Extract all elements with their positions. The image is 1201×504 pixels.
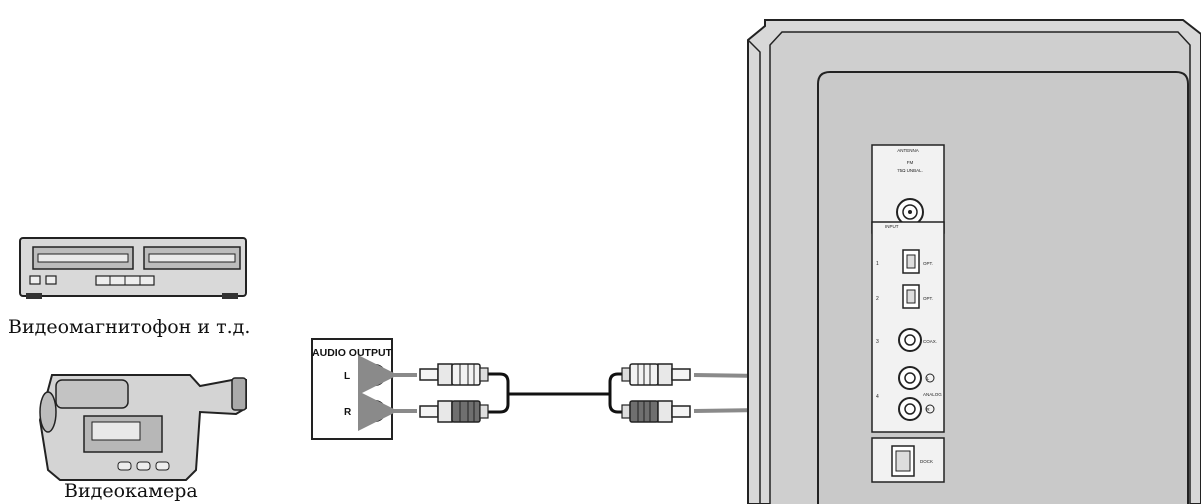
input-title: INPUT bbox=[885, 224, 899, 229]
input-3-label: COAX. bbox=[923, 339, 937, 344]
rca-cable bbox=[419, 363, 691, 423]
antenna-unbal-label: 75Ω UNBAL. bbox=[897, 168, 923, 173]
left-plug-white bbox=[419, 363, 489, 386]
input-1-label: OPT. bbox=[923, 261, 933, 266]
audio-output-l-label: L bbox=[344, 371, 350, 382]
left-plug-red bbox=[419, 400, 489, 423]
input-jack-r-label: R bbox=[926, 407, 930, 412]
input-1-number: 1 bbox=[876, 261, 879, 267]
antenna-title: ANTENNA bbox=[897, 148, 919, 153]
input-2-label: OPT. bbox=[923, 296, 933, 301]
input-2-number: 2 bbox=[876, 296, 879, 302]
audio-output-title: AUDIO OUTPUT bbox=[312, 347, 393, 359]
camcorder-caption: Видеокамера bbox=[64, 480, 198, 502]
antenna-fm-label: FM bbox=[907, 160, 914, 165]
dock-label: DOCK bbox=[920, 459, 933, 464]
input-3-number: 3 bbox=[876, 339, 879, 345]
right-plug-white bbox=[621, 363, 691, 386]
camcorder-illustration bbox=[38, 374, 247, 481]
input-4-label: ANALOG bbox=[923, 392, 942, 397]
vcr-caption: Видеомагнитофон и т.д. bbox=[8, 316, 251, 338]
input-jack-l-label: L bbox=[927, 376, 930, 381]
input-4-number: 4 bbox=[876, 394, 879, 400]
right-plug-red bbox=[621, 400, 691, 423]
speaker-rear-illustration bbox=[747, 19, 1201, 504]
audio-output-r-label: R bbox=[344, 407, 352, 418]
vcr-illustration bbox=[19, 237, 247, 299]
